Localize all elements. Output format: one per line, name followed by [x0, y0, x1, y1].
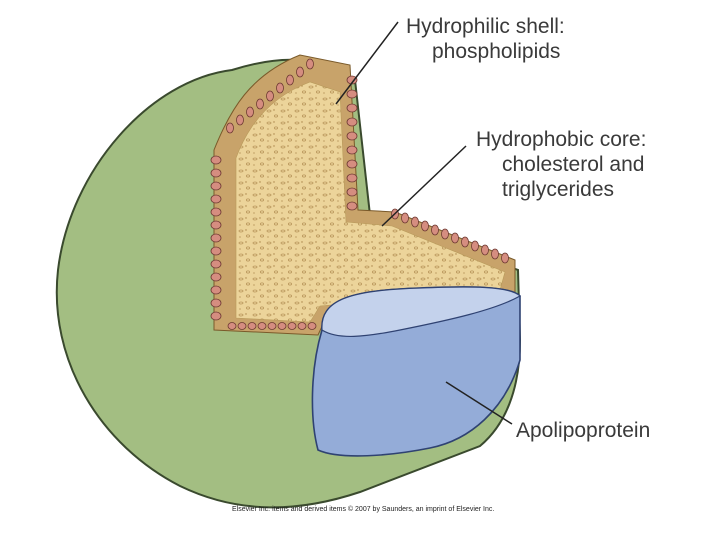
phospholipid-head — [211, 312, 221, 320]
phospholipid-head — [502, 253, 509, 263]
phospholipid-head — [422, 221, 429, 231]
phospholipid-head — [347, 118, 357, 126]
phospholipid-head — [211, 195, 221, 203]
phospholipid-head — [308, 323, 316, 330]
phospholipid-head — [211, 273, 221, 281]
phospholipid-head — [288, 323, 296, 330]
phospholipid-head — [492, 249, 499, 259]
phospholipid-head — [267, 91, 274, 101]
label-hydrophobic-core: Hydrophobic core: cholesterol and trigly… — [476, 127, 646, 202]
phospholipid-head — [258, 323, 266, 330]
phospholipid-head — [347, 146, 357, 154]
label-core-line2: cholesterol and — [476, 152, 646, 177]
label-core-line1: Hydrophobic core: — [476, 128, 646, 151]
phospholipid-head — [402, 213, 409, 223]
label-shell-line1: Hydrophilic shell: — [406, 15, 565, 38]
phospholipid-head — [472, 241, 479, 251]
phospholipid-head — [211, 208, 221, 216]
phospholipid-head — [347, 90, 357, 98]
phospholipid-head — [268, 323, 276, 330]
phospholipid-head — [347, 132, 357, 140]
phospholipid-head — [298, 323, 306, 330]
phospholipid-head — [228, 323, 236, 330]
phospholipid-head — [227, 123, 234, 133]
phospholipid-head — [238, 323, 246, 330]
phospholipid-head — [211, 221, 221, 229]
phospholipid-head — [287, 75, 294, 85]
phospholipid-head — [211, 247, 221, 255]
leader-line-shell — [336, 22, 398, 104]
phospholipid-head — [278, 323, 286, 330]
phospholipid-head — [277, 83, 284, 93]
phospholipid-head — [247, 107, 254, 117]
phospholipid-head — [462, 237, 469, 247]
phospholipid-head — [257, 99, 264, 109]
phospholipid-head — [211, 182, 221, 190]
label-shell-line2: phospholipids — [406, 39, 565, 64]
phospholipid-head — [432, 225, 439, 235]
phospholipid-head — [211, 299, 221, 307]
phospholipid-head — [347, 160, 357, 168]
phospholipid-head — [297, 67, 304, 77]
phospholipid-head — [307, 59, 314, 69]
phospholipid-head — [211, 260, 221, 268]
phospholipid-head — [211, 286, 221, 294]
label-hydrophilic-shell: Hydrophilic shell: phospholipids — [406, 14, 565, 64]
phospholipid-head — [211, 169, 221, 177]
phospholipid-head — [347, 202, 357, 210]
phospholipid-head — [442, 229, 449, 239]
label-core-line3: triglycerides — [476, 177, 646, 202]
phospholipid-head — [347, 104, 357, 112]
hydrophobic-core — [236, 82, 505, 322]
phospholipid-head — [482, 245, 489, 255]
phospholipid-head — [347, 188, 357, 196]
leader-line-core — [382, 146, 466, 226]
label-apolipoprotein: Apolipoprotein — [516, 418, 650, 443]
phospholipid-head — [211, 156, 221, 164]
phospholipid-head — [412, 217, 419, 227]
copyright-credit: Elsevier Inc. items and derived items © … — [232, 506, 494, 513]
phospholipid-head — [248, 323, 256, 330]
phospholipid-head — [211, 234, 221, 242]
phospholipid-head — [237, 115, 244, 125]
phospholipid-head — [452, 233, 459, 243]
phospholipid-head — [347, 174, 357, 182]
